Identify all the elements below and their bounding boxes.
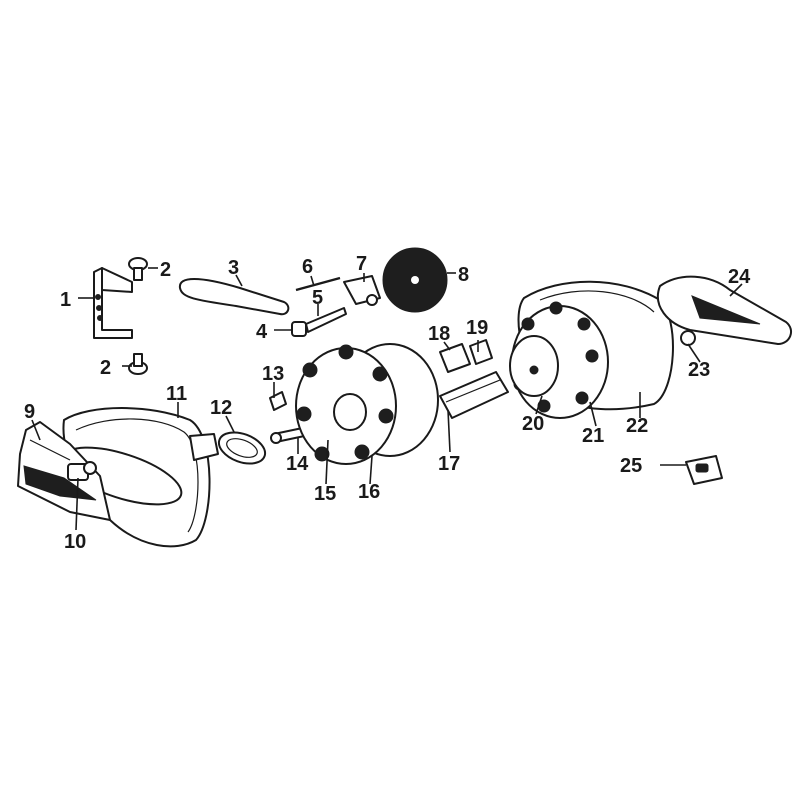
part-label: 17 xyxy=(438,453,460,475)
part-label: 10 xyxy=(64,531,86,553)
part-13-small-clip xyxy=(269,391,287,411)
part-label: 14 xyxy=(286,453,309,475)
part-label: 3 xyxy=(228,257,239,279)
part-label: 4 xyxy=(256,321,268,343)
part-23-knob xyxy=(680,330,696,346)
part-label: 24 xyxy=(728,266,751,288)
part-label: 23 xyxy=(688,359,710,381)
part-2-screw-bottom xyxy=(128,353,148,375)
part-label: 8 xyxy=(458,264,469,286)
part-label: 9 xyxy=(24,401,35,423)
part-label: 16 xyxy=(358,481,380,503)
part-2-screw-top xyxy=(128,257,148,281)
part-6-pin xyxy=(295,276,341,292)
part-3-strap xyxy=(178,278,290,316)
part-25-end-cap xyxy=(685,455,723,485)
part-label: 22 xyxy=(626,415,648,437)
part-label: 6 xyxy=(302,256,313,278)
leader-lines xyxy=(31,267,743,531)
part-8-disc-pad xyxy=(382,247,448,313)
part-labels: 1 2 2 3 4 5 6 7 8 9 10 11 12 13 14 15 16… xyxy=(24,253,751,553)
part-label: 1 xyxy=(60,289,71,311)
part-label: 20 xyxy=(522,413,544,435)
part-label: 18 xyxy=(428,323,450,345)
part-label: 5 xyxy=(312,287,323,309)
part-label: 19 xyxy=(466,317,488,339)
part-18-19-brackets xyxy=(439,339,493,373)
part-label: 11 xyxy=(166,383,187,405)
part-label: 25 xyxy=(620,455,642,477)
part-17-gear-plate xyxy=(439,371,509,419)
part-label: 21 xyxy=(582,425,604,447)
part-label: 2 xyxy=(100,357,111,379)
part-12-ring xyxy=(217,431,267,465)
part-1-bracket xyxy=(93,267,133,339)
part-label: 12 xyxy=(210,397,232,419)
part-24-handle xyxy=(657,275,793,345)
part-16-reel-drum xyxy=(295,343,439,465)
part-label: 7 xyxy=(356,253,367,275)
part-7-clip xyxy=(343,275,381,306)
part-label: 2 xyxy=(160,259,171,281)
part-label: 13 xyxy=(262,363,284,385)
part-label: 15 xyxy=(314,483,336,505)
part-4-5-bolt xyxy=(291,307,347,337)
part-22-right-housing xyxy=(509,280,674,419)
